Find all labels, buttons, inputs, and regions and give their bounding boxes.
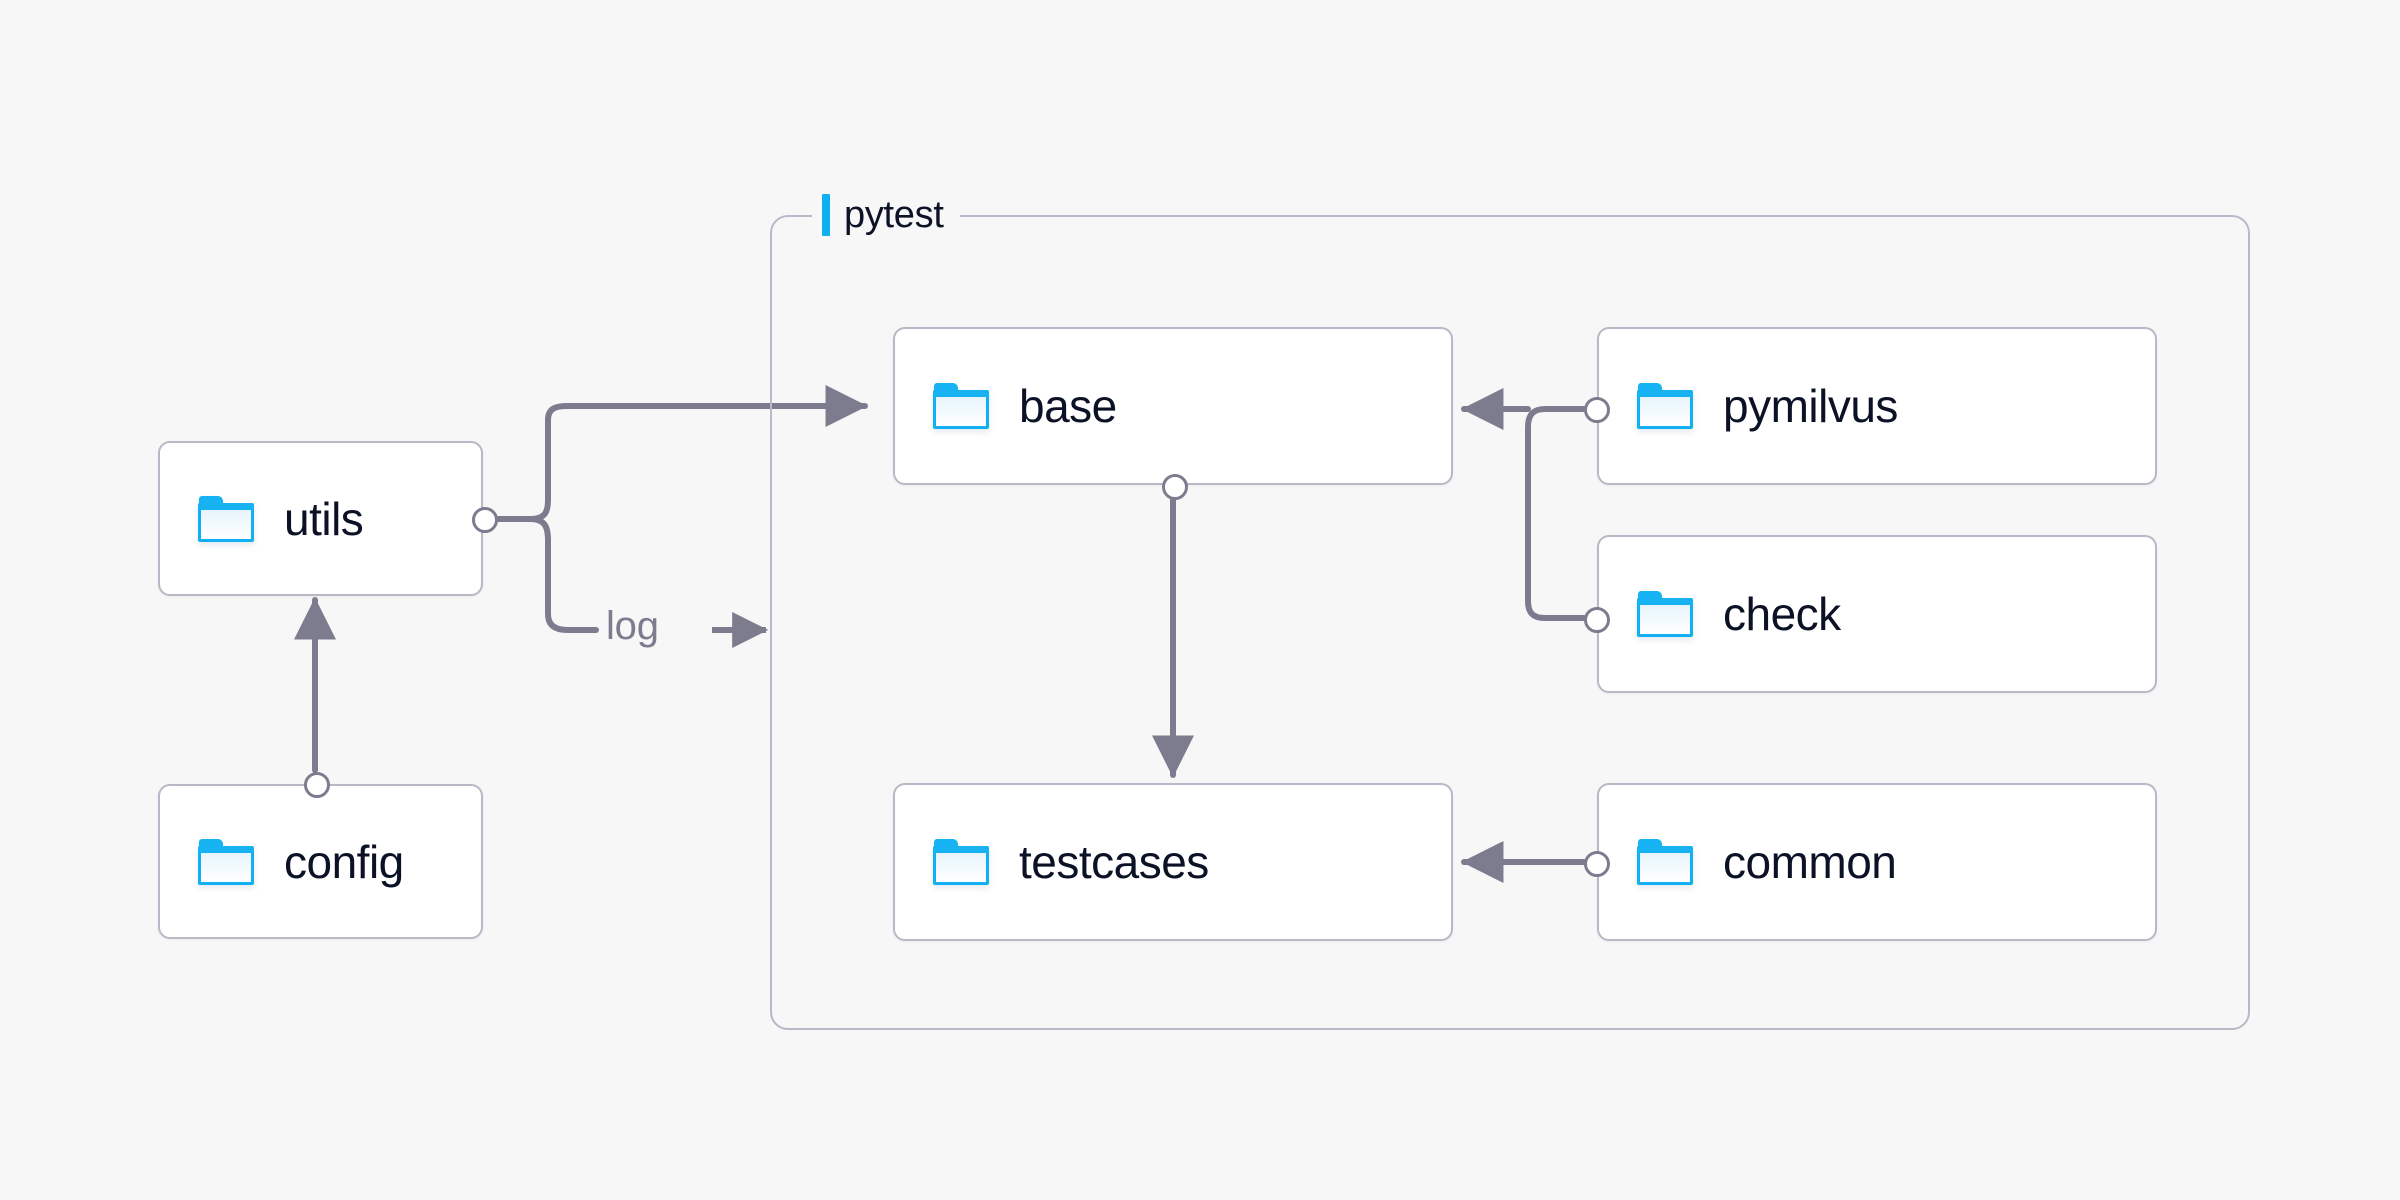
edge-label-log: log [606,604,659,648]
node-label-testcases: testcases [1019,836,1209,888]
folder-icon [1637,591,1693,637]
node-label-pymilvus: pymilvus [1723,380,1898,432]
edge-right-bus [1525,406,1587,621]
accent-bar-icon [822,194,830,236]
node-check[interactable]: check [1584,535,2157,693]
node-base[interactable]: base [893,327,1453,500]
node-label-base: base [1019,380,1117,432]
port-check-left[interactable] [1584,607,1610,633]
port-utils-right[interactable] [472,507,498,533]
edge-utils-to-base [527,385,868,522]
pytest-group-label: pytest [812,191,960,239]
folder-icon [933,383,989,429]
node-config[interactable]: config [158,772,483,939]
folder-icon [933,839,989,885]
port-pymilvus-left[interactable] [1584,397,1610,423]
port-common-left[interactable] [1584,851,1610,877]
group-title: pytest [844,193,944,236]
node-utils[interactable]: utils [158,441,498,596]
node-label-utils: utils [284,492,364,545]
node-pymilvus[interactable]: pymilvus [1584,327,2157,485]
node-label-common: common [1723,836,1897,888]
node-label-config: config [284,835,404,888]
node-label-check: check [1723,588,1841,640]
folder-icon [198,838,254,885]
folder-icon [1637,383,1693,429]
node-common[interactable]: common [1584,783,2157,941]
edge-utils-to-log [527,516,599,633]
folder-icon [198,495,254,542]
folder-icon [1637,839,1693,885]
port-config-top[interactable] [304,772,330,798]
pytest-group-container[interactable] [770,215,2250,1030]
node-testcases[interactable]: testcases [893,783,1453,941]
port-base-bottom[interactable] [1162,474,1188,500]
